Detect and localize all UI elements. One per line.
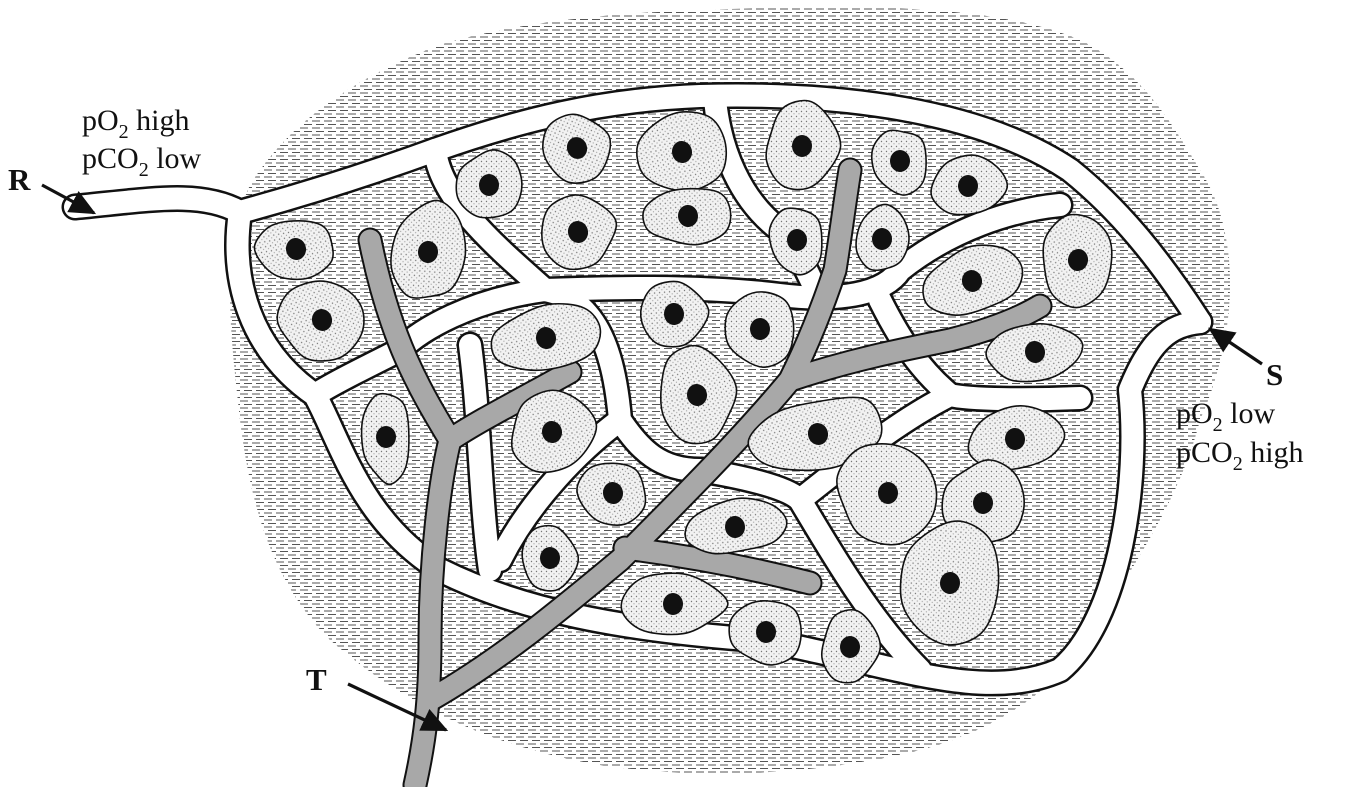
cell-nucleus [872,228,892,250]
arterial-po2-label: pO2 high [82,104,190,143]
cell-nucleus [479,174,499,196]
cell-nucleus [663,593,683,615]
venous-pco2-label: pCO2 high [1176,436,1304,475]
cell-nucleus [540,547,560,569]
cell-nucleus [958,175,978,197]
cell-nucleus [878,482,898,504]
label-r: R [8,162,31,197]
arterial-pco2-label: pCO2 low [82,142,202,181]
label-t: T [306,662,327,697]
cell-nucleus [756,621,776,643]
cell-nucleus [890,150,910,172]
label-s: S [1266,357,1283,392]
cell-nucleus [376,426,396,448]
cell-nucleus [750,318,770,340]
cell-nucleus [973,492,993,514]
cell-nucleus [787,229,807,251]
cell-nucleus [792,135,812,157]
cell-nucleus [840,636,860,658]
